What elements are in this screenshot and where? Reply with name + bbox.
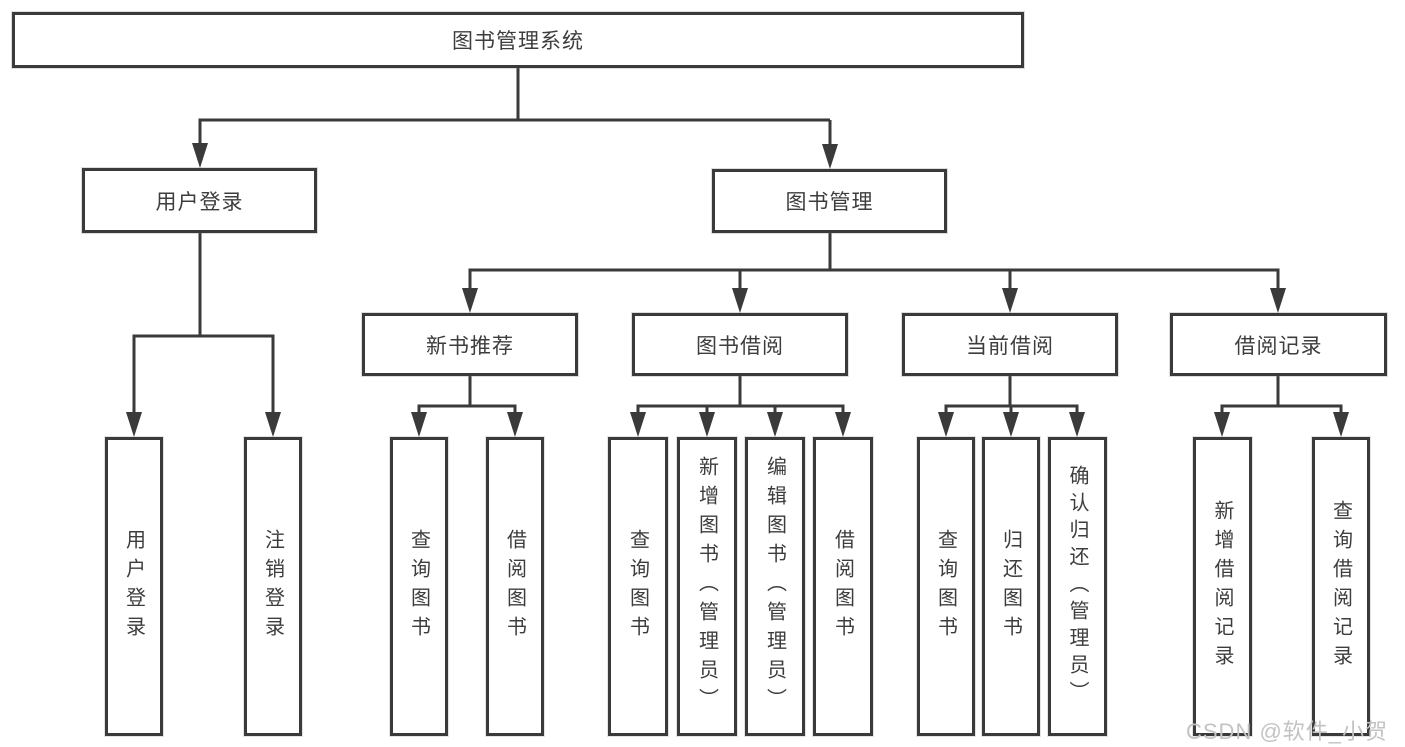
leaf-borrow-borrow-books-label: 借阅图书 — [831, 528, 854, 645]
node-root: 图书管理系统 — [12, 12, 1024, 68]
node-new-book-recommend: 新书推荐 — [362, 313, 578, 376]
node-book-management: 图书管理 — [712, 169, 947, 233]
node-book-management-label: 图书管理 — [785, 191, 874, 214]
node-new-book-recommend-label: 新书推荐 — [426, 334, 514, 358]
leaf-borrow-query-books-label: 查询图书 — [626, 528, 649, 645]
leaf-recommend-borrow-books: 借阅图书 — [486, 437, 544, 736]
leaf-current-return-books-label: 归还图书 — [999, 528, 1022, 645]
node-current-borrow: 当前借阅 — [902, 313, 1118, 376]
node-book-borrow-label: 图书借阅 — [696, 334, 784, 358]
leaf-recommend-query-books: 查询图书 — [390, 437, 448, 736]
leaf-logout: 注销登录 — [244, 437, 302, 736]
leaf-records-add-record-label: 新增借阅记录 — [1211, 499, 1233, 674]
leaf-borrow-edit-books-label: 编辑图书（管理员） — [763, 456, 786, 717]
node-current-borrow-label: 当前借阅 — [966, 334, 1054, 358]
leaf-current-query-books: 查询图书 — [917, 437, 975, 736]
leaf-current-confirm-return-label: 确认归还（管理员） — [1066, 465, 1088, 708]
leaf-records-query-record-label: 查询借阅记录 — [1329, 499, 1352, 674]
leaf-logout-label: 注销登录 — [261, 528, 284, 645]
leaf-records-add-record: 新增借阅记录 — [1193, 437, 1252, 736]
leaf-recommend-query-books-label: 查询图书 — [407, 528, 430, 645]
leaf-current-return-books: 归还图书 — [982, 437, 1040, 736]
leaf-user-login-label: 用户登录 — [122, 528, 145, 645]
node-borrow-records: 借阅记录 — [1170, 313, 1387, 376]
leaf-borrow-edit-books: 编辑图书（管理员） — [745, 437, 805, 736]
node-borrow-records-label: 借阅记录 — [1234, 334, 1323, 358]
node-user-login: 用户登录 — [82, 168, 317, 233]
leaf-borrow-add-books-label: 新增图书（管理员） — [695, 456, 718, 717]
leaf-borrow-add-books: 新增图书（管理员） — [677, 437, 737, 736]
leaf-borrow-query-books: 查询图书 — [608, 437, 668, 736]
leaf-current-confirm-return: 确认归还（管理员） — [1048, 437, 1107, 736]
leaf-records-query-record: 查询借阅记录 — [1312, 437, 1370, 736]
watermark: CSDN @软件_小贺同学 — [1186, 719, 1389, 744]
node-root-label: 图书管理系统 — [452, 30, 584, 53]
node-book-borrow: 图书借阅 — [632, 313, 848, 376]
leaf-user-login: 用户登录 — [105, 437, 163, 736]
node-user-login-label: 用户登录 — [155, 190, 244, 214]
leaf-current-query-books-label: 查询图书 — [934, 528, 957, 645]
leaf-recommend-borrow-books-label: 借阅图书 — [503, 528, 526, 645]
leaf-borrow-borrow-books: 借阅图书 — [813, 437, 873, 736]
